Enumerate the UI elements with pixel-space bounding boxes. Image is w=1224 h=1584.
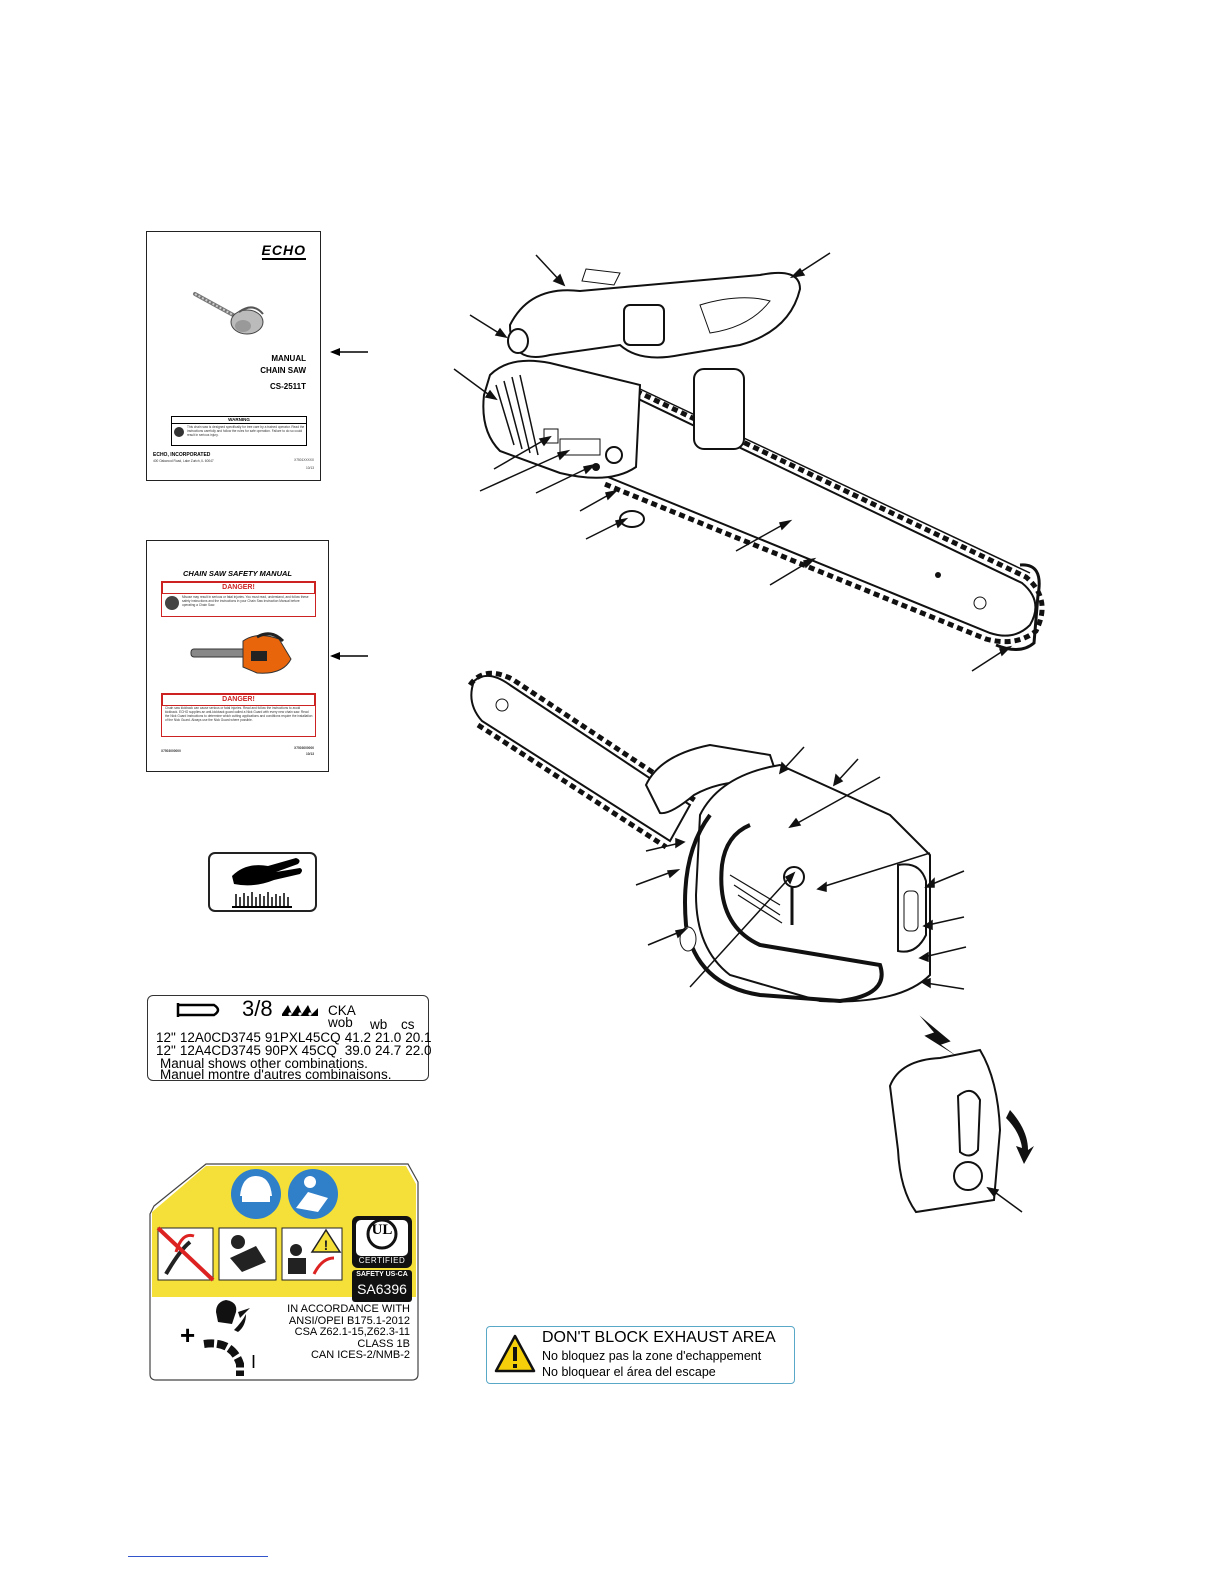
note-english: Manual shows other combinations. [160,1056,368,1071]
manual-title-line1: MANUAL [271,354,306,363]
rotate-arrow-icon [1006,1110,1034,1164]
manual-part-number: X7501XXXXX [294,458,314,462]
hot-surface-label [208,852,317,912]
two-hands-icon [230,1246,266,1272]
read-manual-icon [165,596,179,610]
chainsaw-thumbnail [193,292,264,335]
company-name: ECHO, INCORPORATED [153,452,211,458]
manual-date-code: 10/13 [306,466,314,470]
oil-minus-sign: I [251,1352,257,1372]
cs-header: cs [401,1017,415,1032]
oil-drop-icon [216,1300,237,1324]
hot-surface-hand-icon [232,858,302,908]
caution-triangle-icon [494,1334,536,1373]
table-row: 12" 12A0CD3745 91PXL45CQ 41.2 21.0 20.1 [156,1030,436,1045]
accordance-line: CLASS 1B [357,1337,410,1350]
operator-manual-booklet: ECHO MANUAL CHAIN SAW CS-2511T WARNING T… [146,231,321,481]
chain-pitch: 3/8 [242,996,273,1021]
ul-certified: CERTIFIED [358,1256,406,1265]
chainsaw-top-view [453,252,1045,672]
danger-title-2: DANGER! [162,694,315,706]
chain-part: 90PX 45CQ [264,1043,337,1058]
warning-icon [174,427,184,437]
saw-chain [467,670,698,850]
svg-text:!: ! [324,1237,329,1253]
accordance-text: IN ACCORDANCE WITH ANSI/OPEI B175.1-2012… [282,1303,410,1362]
warning-box: WARNING This chain saw is designed speci… [171,416,307,446]
danger-text-2: Chain saw kickback can cause serious or … [165,706,313,722]
oil-plus-sign: + [180,1320,196,1350]
danger-title-1: DANGER! [162,582,315,594]
accordance-line: CAN ICES-2/NMB-2 [310,1349,410,1361]
safety-manual-booklet: CHAIN SAW SAFETY MANUAL DANGER! Misuse m… [146,540,329,772]
chain-part: 91PXL45CQ [264,1030,341,1045]
ul-number: SA6396 [357,1281,407,1297]
combination-table: 12" 12A0CD3745 91PXL45CQ 41.2 21.0 20.1 … [156,1030,436,1058]
note-french: Manuel montre d'autres combinaisons. [160,1067,392,1082]
saw-chain-icon [282,1005,318,1016]
wb-header: wb [370,1017,388,1032]
accordance-line: CSA Z62.1-15,Z62.3-11 [294,1326,410,1338]
accordance-line: IN ACCORDANCE WITH [287,1303,410,1315]
ul-mark: UL [371,1222,393,1238]
footer-rule [128,1556,268,1557]
manual-model: CS-2511T [269,382,306,391]
kickback-arrow-icon [174,1233,195,1253]
bar-length: 12" [156,1030,176,1045]
safety-manual-title: CHAIN SAW SAFETY MANUAL [182,569,293,578]
safety-part-left: X7503000000 [161,749,181,753]
guide-bar-icon [176,1003,220,1017]
wb-value: 21.0 [374,1030,402,1045]
oil-adjust-curve-icon [203,1339,244,1376]
danger-text-1: Misuse may result in serious or fatal in… [182,595,309,607]
table-row: 12" 12A4CD3745 90PX 45CQ 39.0 24.7 22.0 [156,1043,436,1058]
bar-chain-label: 3/8 CKA wob wb cs 12" 12A0CD3745 91PXL45… [147,995,432,1082]
wb-value: 24.7 [374,1043,402,1058]
cka-header: CKA [328,1003,356,1018]
accordance-line: ANSI/OPEI B175.1-2012 [288,1314,410,1327]
safety-decal: ! [149,1163,419,1381]
safety-part-right: X7503000000 [294,746,314,750]
manual-title-line2: CHAIN SAW [260,366,306,375]
caution-triangle-icon [310,1228,342,1253]
exhaust-label-english: DON'T BLOCK EXHAUST AREA [542,1329,776,1346]
echo-logo: ECHO [261,242,306,260]
rear-cover-inset [888,1015,1034,1214]
chainsaw-rear-view [467,670,967,1004]
cs-value: 22.0 [405,1043,432,1058]
exhaust-label-spanish: No bloquear el área del escape [542,1365,716,1379]
cs-value: 20.1 [405,1030,432,1045]
bar-part: 12A4CD3745 [179,1043,261,1058]
wob-value: 41.2 [344,1030,371,1045]
warning-text: This chain saw is designed specifically … [187,425,305,437]
warning-title: WARNING [172,417,306,424]
wob-value: 39.0 [344,1043,371,1058]
danger-box-1: DANGER! Misuse may result in serious or … [161,581,316,617]
bar-length: 12" [156,1043,176,1058]
ul-safety: SAFETY US-CA [356,1271,408,1278]
danger-box-2: DANGER! Chain saw kickback can cause ser… [161,693,316,737]
wob-header: wob [328,1015,353,1030]
bar-part: 12A0CD3745 [179,1030,261,1045]
ul-logo [366,1218,398,1250]
company-address: 400 Oakwood Road, Lake Zurich, IL 60047 [153,459,214,463]
orange-chainsaw-photo [190,632,292,674]
booklet-arrows [330,348,368,660]
nose-guard [995,563,1041,651]
exhaust-label-french: No bloquez pas la zone d'echappement [542,1349,762,1363]
exhaust-warning-label: DON'T BLOCK EXHAUST AREA No bloquez pas … [486,1326,795,1384]
safety-date: 10/13 [306,752,314,756]
